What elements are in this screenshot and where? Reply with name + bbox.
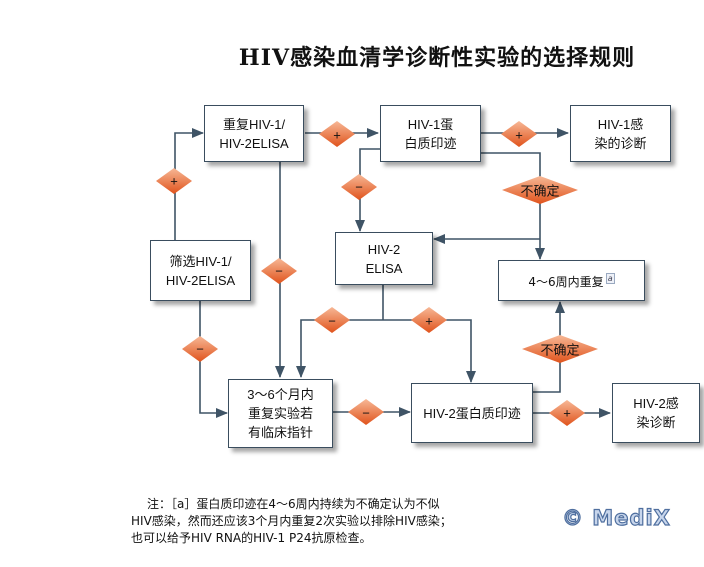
hiv2-diagnosis-label: HIV-2感 染诊断 (633, 396, 679, 430)
hiv2-diagnosis-box[interactable]: HIV-2感 染诊断 (612, 383, 700, 443)
screen-elisa-label: 筛选HIV-1/ HIV-2ELISA (165, 253, 236, 288)
hiv1-diagnosis-box[interactable]: HIV-1感 染的诊断 (570, 105, 671, 162)
connector-wb1-to-hiv2-elisa (355, 148, 380, 232)
footnote-line-1: 注：［a］蛋白质印迹在4～6周内持续为不确定认为不似 (147, 497, 440, 511)
repeat-3-6-months-label: 3～6个月内 重复实验若 有临床指针 (247, 387, 314, 440)
screen-elisa-box[interactable]: 筛选HIV-1/ HIV-2ELISA (150, 240, 251, 301)
decision-wb2-positive-diamond[interactable] (549, 400, 585, 426)
medix-watermark: © MediX (561, 505, 671, 530)
decision-screen-negative-label: − (196, 341, 204, 357)
hiv1-western-blot-label: HIV-1蛋 白质印迹 (404, 116, 457, 151)
repeat-3-6-months-box[interactable]: 3～6个月内 重复实验若 有临床指针 (228, 379, 333, 448)
connector-wb2-to-4-6-weeks (532, 301, 565, 393)
decision-months-negative-diamond[interactable] (348, 399, 384, 425)
hiv2-elisa-box[interactable]: HIV-2 ELISA (335, 232, 433, 285)
decision-repeat-negative-label: − (275, 263, 283, 279)
decision-wb2-indeterminate-diamond[interactable] (522, 335, 598, 363)
decision-wb1-negative-label: − (355, 179, 363, 195)
decision-wb1-indeterminate-label: 不确定 (520, 183, 560, 199)
decision-elisa2-positive-label: + (425, 313, 433, 329)
decision-screen-negative-diamond[interactable] (182, 336, 218, 362)
hiv2-western-blot-box[interactable]: HIV-2蛋白质印迹 (411, 383, 533, 443)
decision-elisa2-negative-label: − (328, 313, 336, 329)
repeat-elisa-label: 重复HIV-1/ HIV-2ELISA (219, 116, 289, 151)
decision-elisa2-positive-diamond[interactable] (411, 307, 447, 333)
decision-wb1-indeterminate-diamond[interactable] (502, 176, 578, 204)
hiv2-western-blot-label: HIV-2蛋白质印迹 (423, 405, 521, 421)
footnote-line-2: HIV感染，然而还应该3个月内重复2次实验以排除HIV感染； (131, 514, 452, 528)
decision-elisa2-negative-diamond[interactable] (314, 307, 350, 333)
decision-repeat-negative-diamond[interactable] (261, 258, 297, 284)
footnote-a-marker[interactable]: a (605, 273, 615, 284)
diagram-title: HIV感染血清学诊断性实验的选择规则 (238, 45, 636, 71)
decision-screen-positive-label: + (170, 173, 178, 189)
decision-repeat-positive-diamond[interactable] (319, 121, 355, 147)
decision-months-negative-label: − (362, 405, 370, 421)
hiv2-elisa-label: HIV-2 ELISA (365, 241, 403, 276)
footnote: 注：［a］蛋白质印迹在4～6周内持续为不确定认为不似 HIV感染，然而还应该3个… (131, 496, 501, 547)
footnote-line-3: 也可以给予HIV RNA的HIV-1 P24抗原检查。 (131, 531, 372, 545)
decision-screen-positive-diamond[interactable] (156, 168, 192, 194)
connector-wb1-to-4-6-weeks (480, 152, 545, 260)
decision-wb2-indeterminate-label: 不确定 (540, 342, 580, 358)
hiv1-western-blot-box[interactable]: HIV-1蛋 白质印迹 (380, 105, 481, 162)
decision-repeat-positive-label: + (333, 127, 341, 143)
connector-hiv2-elisa-negative (296, 319, 383, 378)
repeat-elisa-box[interactable]: 重复HIV-1/ HIV-2ELISA (204, 105, 304, 162)
hiv1-diagnosis-label: HIV-1感 染的诊断 (594, 116, 647, 151)
repeat-4-6-weeks-text: 4～6周内重复 (528, 275, 604, 289)
connector-screen-to-repeat (174, 128, 204, 240)
decision-wb1-positive-label: + (515, 127, 523, 143)
decision-wb1-negative-diamond[interactable] (341, 174, 377, 200)
decision-wb2-positive-label: + (563, 405, 571, 421)
decision-wb1-positive-diamond[interactable] (501, 121, 537, 147)
